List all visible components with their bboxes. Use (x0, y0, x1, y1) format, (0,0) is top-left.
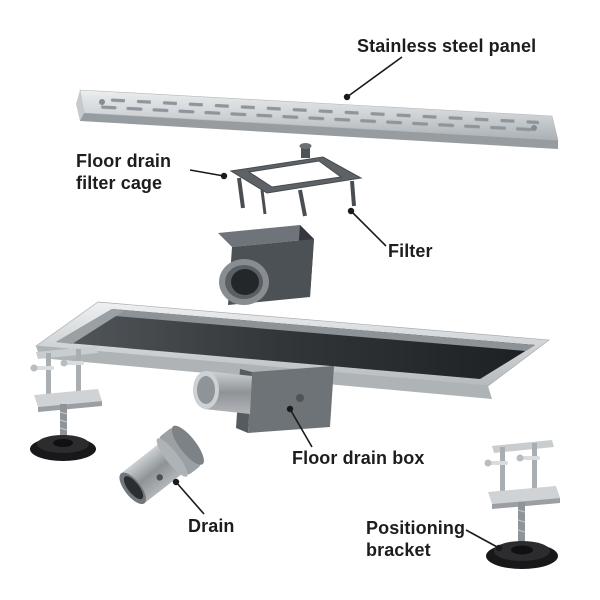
label-drain: Drain (188, 516, 235, 536)
leader-floor-drain-filter-cage (189, 169, 228, 180)
label-floor-drain-box: Floor drain box (292, 448, 425, 468)
label-filter: Filter (388, 241, 433, 261)
filter-cage-image (229, 143, 363, 217)
leader-stainless-steel-panel (343, 56, 403, 101)
floor-drain-box-image (193, 366, 334, 433)
stainless-steel-panel-image (76, 89, 559, 149)
label-stainless-steel-panel: Stainless steel panel (357, 36, 537, 56)
positioning-bracket-left-image (30, 346, 102, 461)
label-floor-drain-filter-cage: Floor drain filter cage (76, 151, 172, 193)
leader-drain (172, 478, 205, 515)
filter-box-image (218, 225, 314, 305)
drain-channel-image (35, 301, 550, 399)
positioning-bracket-right-image (484, 440, 560, 569)
leader-floor-drain-box (286, 405, 313, 448)
label-positioning-bracket: Positioning bracket (366, 518, 466, 560)
leader-positioning-bracket (465, 529, 503, 552)
drain-cylinder-image (119, 425, 204, 505)
leader-filter (347, 207, 387, 247)
